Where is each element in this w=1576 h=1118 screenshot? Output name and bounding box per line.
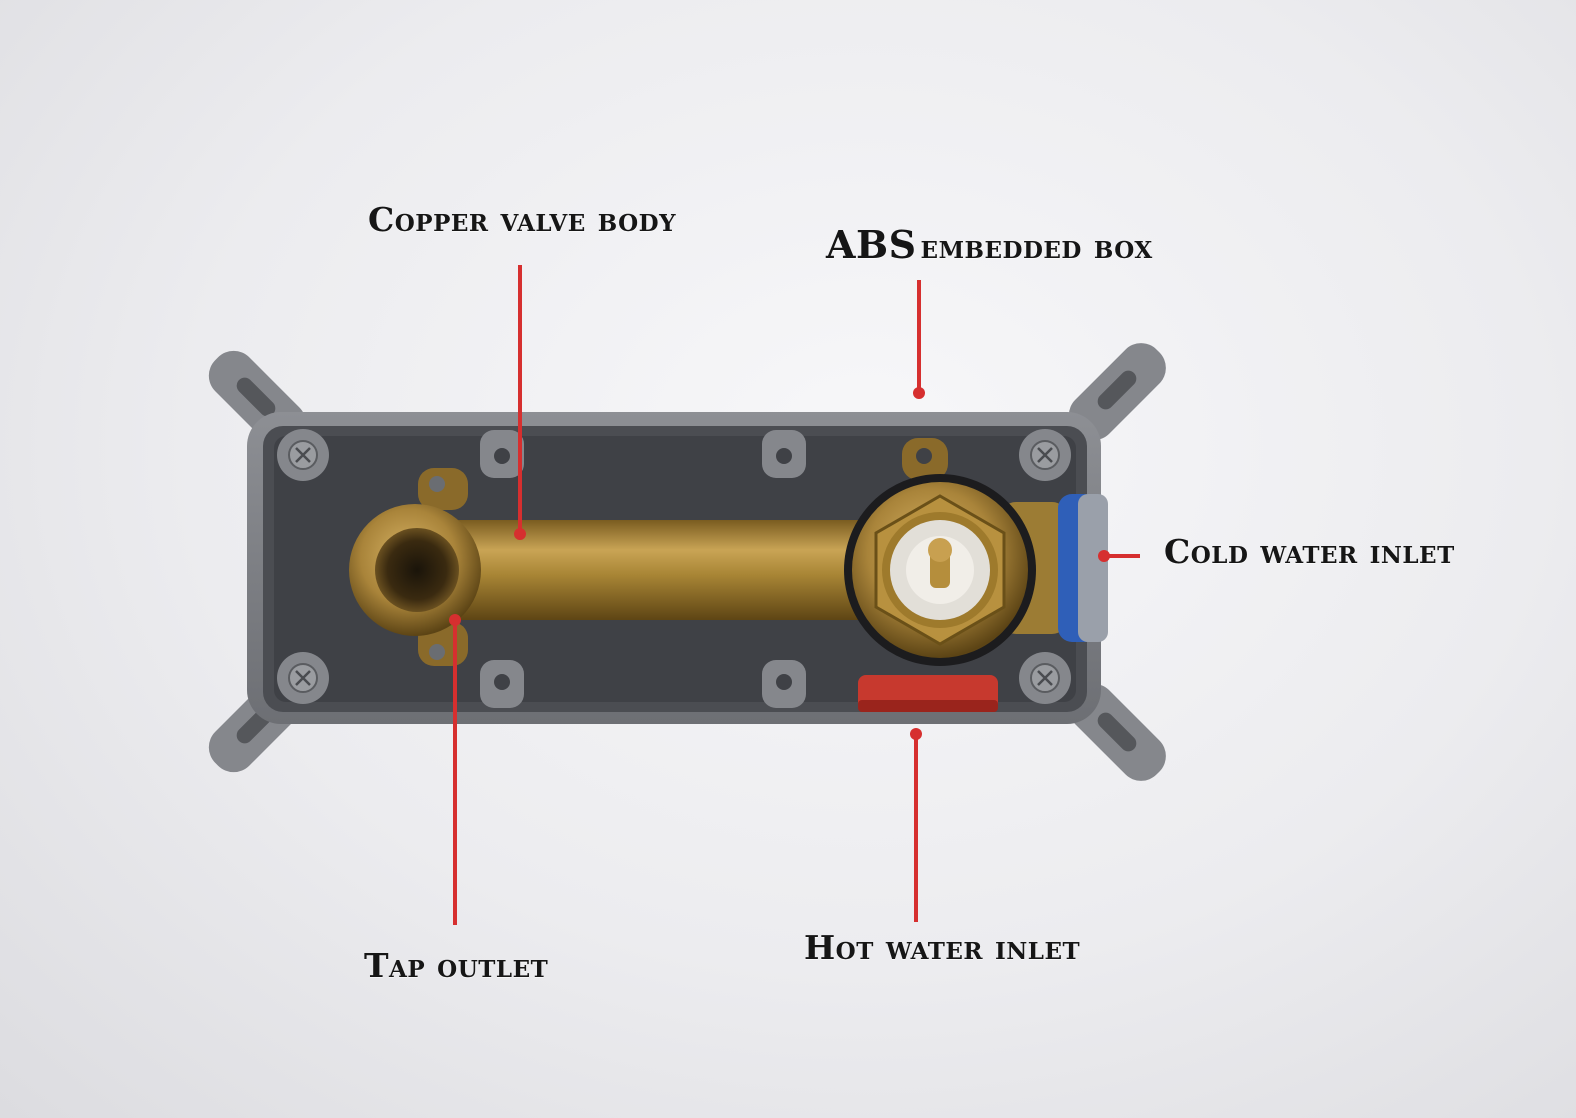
leader-dot-hot-water-inlet	[910, 728, 922, 740]
label-hot-water-inlet: Hot water inlet	[804, 928, 1081, 967]
leader-dot-cold-water-inlet	[1098, 550, 1110, 562]
label-cold-water-inlet: Cold water inlet	[1164, 532, 1455, 571]
label-embedded-box: embedded box	[920, 227, 1153, 266]
leader-dot-copper-valve-body	[514, 528, 526, 540]
label-tap-outlet: Tap outlet	[364, 946, 549, 985]
leader-dot-tap-outlet	[449, 614, 461, 626]
label-copper-valve-body: Copper valve body	[368, 200, 677, 239]
copper-pipe	[430, 520, 900, 620]
leader-dot-abs-embedded-box	[913, 387, 925, 399]
screw	[277, 429, 1071, 704]
label-abs-prefix: ABS	[826, 222, 917, 267]
